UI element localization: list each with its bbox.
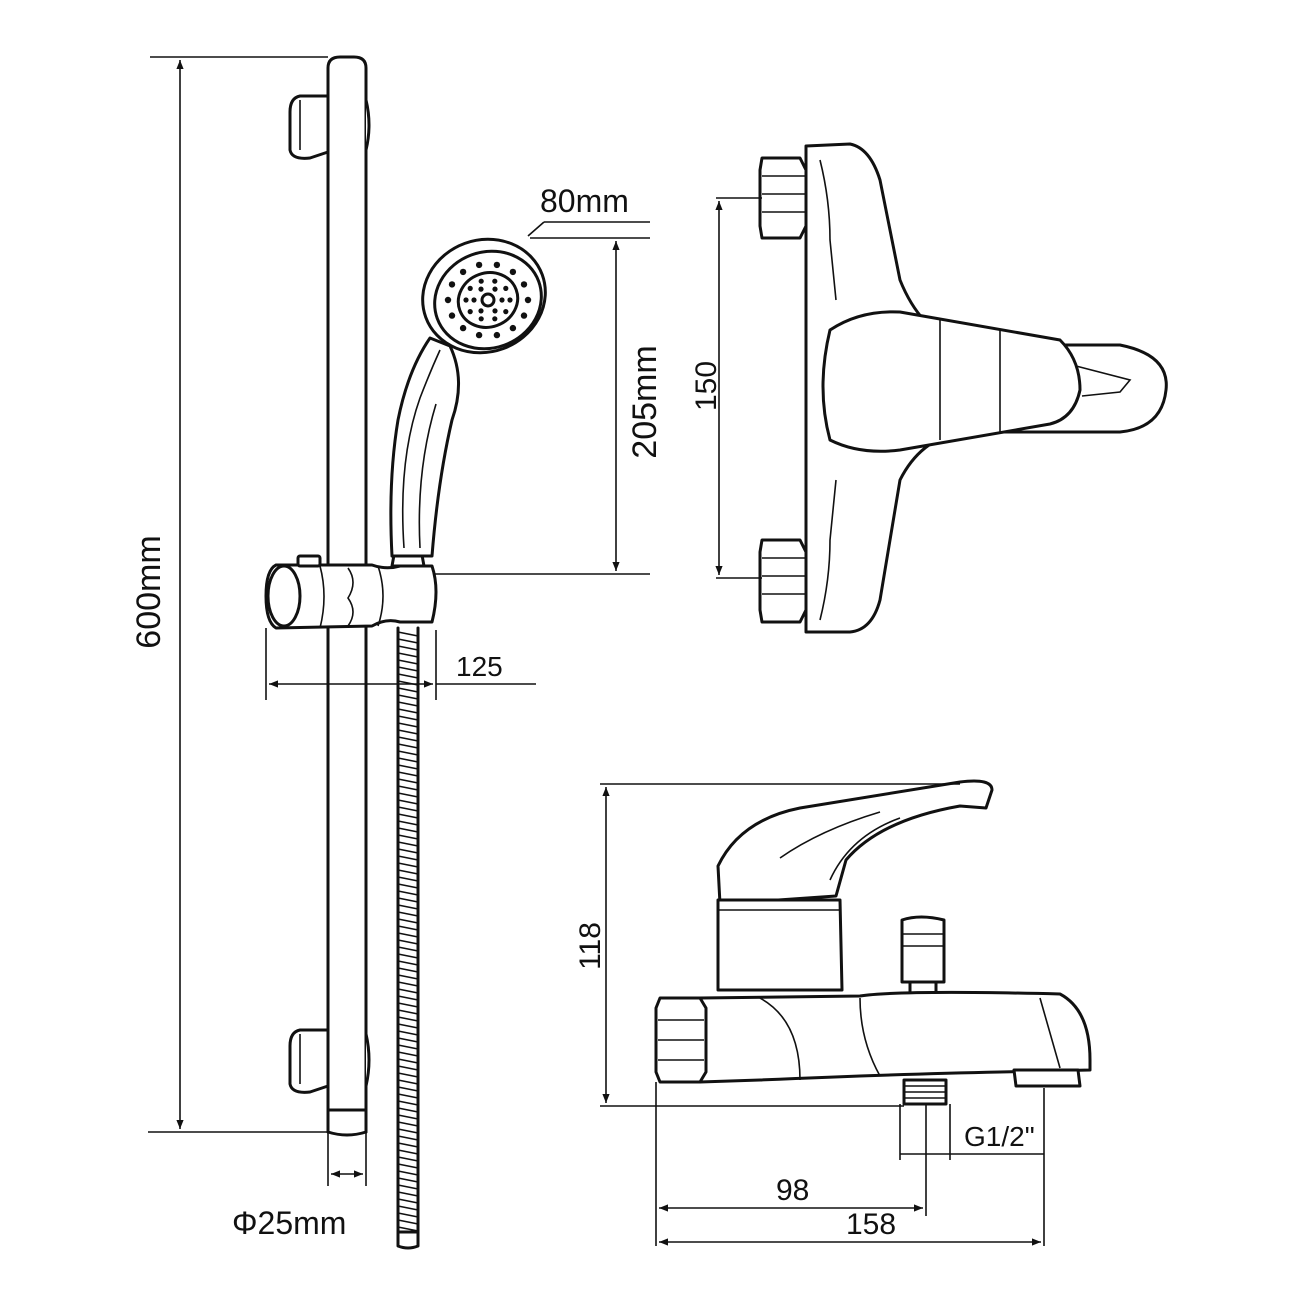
bracket-projection-label: 125 (456, 651, 503, 682)
mixer-top-view (758, 142, 1168, 634)
mixer-front-view (654, 779, 1092, 1106)
nozzle (509, 268, 517, 276)
nozzle (493, 261, 501, 269)
nozzle (492, 286, 498, 292)
nozzle (493, 331, 501, 339)
mixer-height-label: 118 (574, 922, 607, 970)
nozzle (448, 312, 456, 319)
nozzle (520, 281, 528, 288)
nozzle (459, 324, 467, 332)
handset-length-label: 205mm (626, 345, 664, 458)
nozzle (492, 308, 498, 314)
nozzle (524, 296, 532, 304)
shower-hose (396, 626, 420, 1250)
nozzle (507, 297, 513, 303)
outlet-offset-label: 98 (776, 1174, 809, 1207)
mixer-centres-label: 150 (690, 361, 723, 411)
nozzle (478, 278, 484, 284)
nozzle (520, 312, 528, 319)
shower-handset (389, 237, 547, 558)
bar-diameter-label: Φ25mm (232, 1205, 346, 1241)
nozzle (499, 297, 505, 303)
nozzle (467, 285, 473, 291)
nozzle (478, 316, 484, 322)
head-diameter-label: 80mm (540, 183, 629, 219)
nozzle (478, 286, 484, 292)
nozzle (503, 285, 509, 291)
mixer-width-label: 158 (846, 1208, 896, 1241)
bar-length-label: 600mm (130, 535, 168, 648)
nozzle (478, 308, 484, 314)
nozzle (509, 324, 517, 332)
spray-nozzles (444, 261, 532, 339)
dimension-lines (148, 56, 1045, 1246)
nozzle (475, 331, 483, 339)
nozzle (475, 261, 483, 269)
nozzle (467, 309, 473, 315)
nozzle (503, 309, 509, 315)
nozzle (463, 297, 469, 303)
nozzle (459, 268, 467, 276)
nozzle (492, 316, 498, 322)
slider-bracket (264, 553, 438, 630)
nozzle (492, 278, 498, 284)
nozzle (448, 281, 456, 288)
nozzle (471, 297, 477, 303)
nozzle (444, 296, 452, 304)
outlet-thread-label: G1/2" (964, 1121, 1035, 1152)
